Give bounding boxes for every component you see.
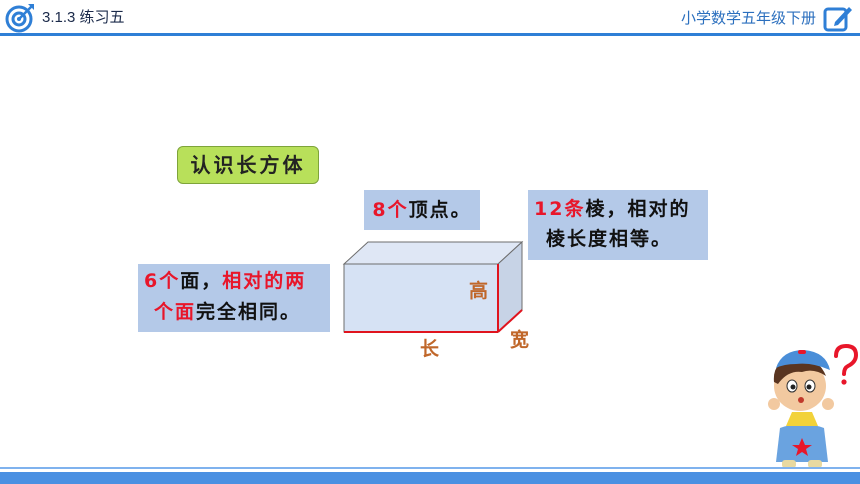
edit-icon bbox=[823, 7, 852, 32]
width-edge bbox=[497, 309, 523, 333]
edges-line-1: 12条棱，相对的 bbox=[534, 194, 702, 224]
faces-text: 面， bbox=[180, 270, 223, 292]
course-title: 小学数学五年级下册 bbox=[680, 10, 816, 27]
header-divider bbox=[0, 33, 860, 36]
target-icon bbox=[5, 4, 34, 33]
edges-unit: 条 bbox=[564, 198, 586, 220]
faces-unit: 个 bbox=[159, 270, 181, 292]
footer-bar bbox=[0, 472, 860, 484]
faces-text-2: 完全相同。 bbox=[196, 301, 302, 323]
width-label: 宽 bbox=[510, 329, 530, 351]
edges-text: 棱，相对的 bbox=[585, 198, 691, 220]
edges-line-2: 棱长度相等。 bbox=[546, 228, 673, 250]
vertices-number: 8 bbox=[372, 199, 388, 221]
lesson-title: 3.1.3 练习五 bbox=[42, 9, 125, 26]
faces-panel: 6个面，相对的两 个面完全相同。 bbox=[138, 264, 330, 332]
cartoon-boy-icon bbox=[768, 343, 859, 468]
faces-highlight-1: 相对的两 bbox=[222, 270, 307, 292]
length-label: 长 bbox=[420, 338, 440, 360]
height-label: 高 bbox=[469, 280, 489, 302]
vertices-panel: 8个顶点。 bbox=[364, 190, 480, 230]
vertices-text: 顶点。 bbox=[408, 199, 472, 221]
footer-line bbox=[0, 467, 860, 469]
faces-line-1: 6个面，相对的两 bbox=[144, 266, 324, 297]
faces-line-2: 个面完全相同。 bbox=[144, 297, 324, 328]
edges-panel: 12条棱，相对的 棱长度相等。 bbox=[528, 190, 708, 260]
cuboid-diagram bbox=[342, 240, 524, 334]
faces-highlight-2: 个面 bbox=[154, 301, 197, 323]
faces-number: 6 bbox=[144, 270, 160, 292]
topic-title: 认识长方体 bbox=[177, 146, 319, 184]
cuboid-top-face bbox=[342, 241, 524, 265]
edges-number: 12 bbox=[534, 198, 565, 220]
vertices-unit: 个 bbox=[387, 199, 409, 221]
